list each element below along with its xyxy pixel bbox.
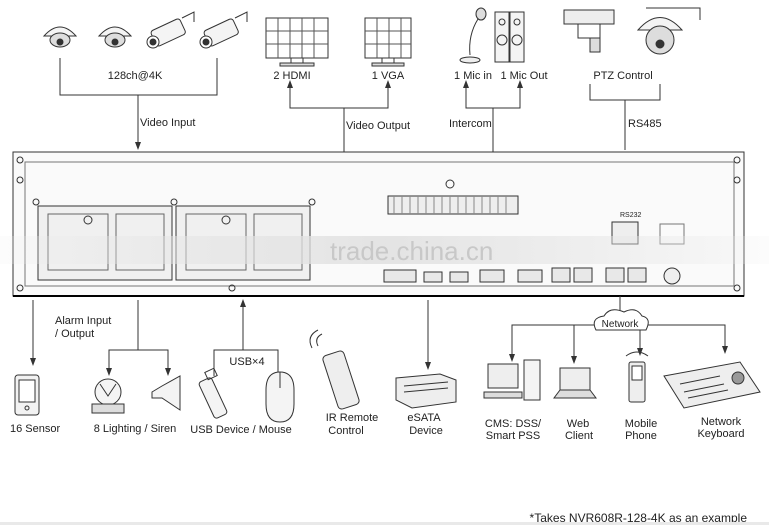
mic-out-label: 1 Mic Out — [500, 70, 548, 82]
sensor-label: 16 Sensor — [10, 423, 61, 435]
nvr-chassis — [12, 151, 745, 297]
esata-label-2: Device — [409, 425, 443, 437]
rs485-connector — [589, 84, 661, 150]
cameras-label: 128ch@4K — [107, 70, 163, 82]
sensor-icon — [14, 374, 40, 416]
video-output-connector — [289, 86, 345, 152]
lighting-icon — [91, 378, 125, 414]
mouse-icon — [265, 371, 295, 423]
ptz-camera-icon — [563, 9, 615, 53]
intercom-connector — [465, 86, 494, 152]
hdmi-monitor-icon — [265, 17, 329, 67]
bullet-camera-icon — [199, 11, 248, 49]
video-output-label: Video Output — [346, 120, 411, 132]
alarm-io-label-1: Alarm Input — [55, 315, 112, 327]
lan-port — [627, 267, 647, 283]
speed-dome-icon — [636, 7, 701, 55]
cms-label-2: Smart PSS — [485, 430, 541, 442]
usb-stick-icon — [198, 367, 228, 419]
mobile-phone-icon — [625, 351, 649, 403]
footnote: *Takes NVR608R-128-4K as an example — [529, 511, 747, 525]
ir-remote-label-1: IR Remote — [325, 412, 379, 424]
dome-camera-icon — [97, 26, 133, 48]
lan-port — [605, 267, 625, 283]
mic-in-label: 1 Mic in — [454, 70, 492, 82]
esata-label-1: eSATA — [407, 412, 441, 424]
dome-camera-icon — [42, 26, 78, 48]
ptz-control-label: PTZ Control — [593, 70, 653, 82]
speaker-icon — [494, 11, 525, 63]
lighting-siren-label: 8 Lighting / Siren — [93, 423, 177, 435]
usb-connector — [213, 304, 279, 376]
network-cloud-icon — [593, 309, 649, 331]
network-keyboard-icon — [663, 361, 761, 409]
ir-remote-label-2: Control — [328, 425, 364, 437]
computer-icon — [483, 359, 541, 401]
microphone-icon — [459, 7, 487, 64]
mobile-phone-label-2: Phone — [625, 430, 657, 442]
network-keyboard-label-2: Keyboard — [697, 428, 745, 440]
alarm-io-connector — [108, 300, 169, 370]
siren-icon — [151, 375, 181, 411]
laptop-icon — [553, 367, 597, 399]
bullet-camera-icon — [146, 11, 195, 49]
usb-count-label: USB×4 — [229, 356, 265, 368]
web-client-label-1: Web — [566, 418, 590, 430]
hdmi-label: 2 HDMI — [273, 70, 311, 82]
watermark-band: trade.china.cn — [0, 236, 769, 266]
intercom-label: Intercom — [449, 118, 492, 130]
vga-monitor-icon — [364, 17, 412, 67]
mobile-phone-label-1: Mobile — [624, 418, 658, 430]
hdmi-port — [479, 269, 505, 283]
rs232-label: RS232 — [620, 212, 642, 219]
network-label: Network — [601, 319, 639, 330]
lan-port — [551, 267, 571, 283]
ir-remote-icon — [309, 329, 360, 410]
web-client-label-2: Client — [564, 430, 594, 442]
cms-label-1: CMS: DSS/ — [484, 418, 542, 430]
rs485-label: RS485 — [628, 118, 662, 130]
footer-divider — [0, 522, 769, 525]
usb-port — [449, 271, 469, 283]
usb-device-label: USB Device / Mouse — [190, 424, 292, 436]
video-input-label: Video Input — [140, 117, 196, 129]
network-keyboard-label-1: Network — [700, 416, 742, 428]
watermark-text: trade.china.cn — [330, 236, 494, 266]
vga-label: 1 VGA — [371, 70, 405, 82]
esata-port — [383, 269, 417, 283]
network-connector — [511, 296, 726, 358]
usb-port — [423, 271, 443, 283]
hdmi-port — [517, 269, 543, 283]
alarm-io-label-2: / Output — [55, 328, 95, 340]
lan-port — [573, 267, 593, 283]
esata-device-icon — [395, 373, 457, 409]
